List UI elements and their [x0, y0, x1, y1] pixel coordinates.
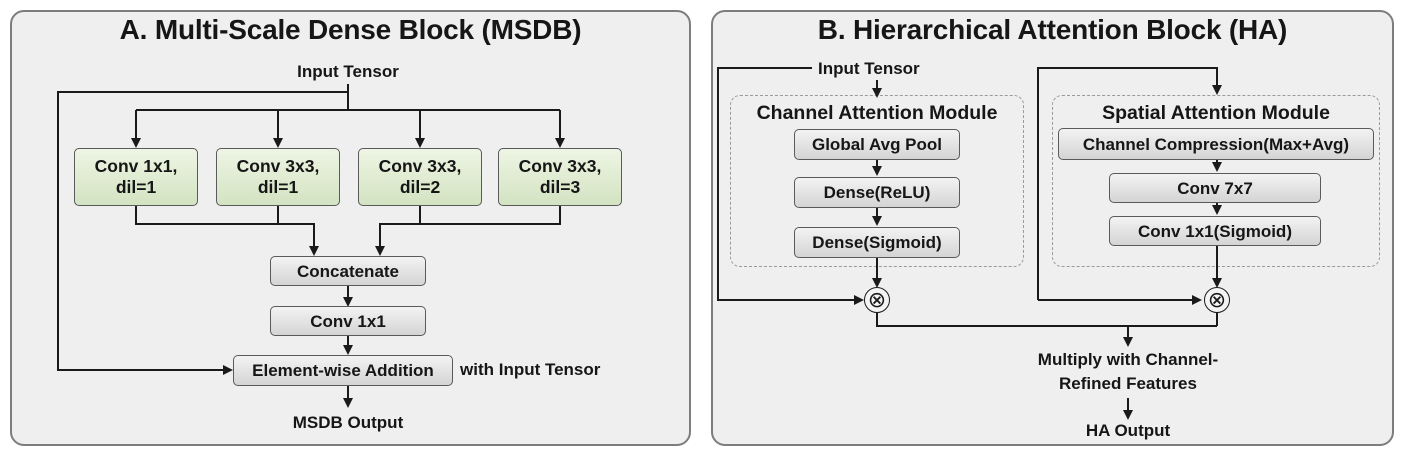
- branch-conv-3x3-dil3: Conv 3x3, dil=3: [498, 148, 622, 206]
- branch-conv-3x3-dil1: Conv 3x3, dil=1: [216, 148, 340, 206]
- branch-3-line1: Conv 3x3,: [378, 156, 462, 176]
- spatial-module-title: Spatial Attention Module: [1102, 102, 1330, 124]
- branch-1-line1: Conv 1x1,: [94, 156, 178, 176]
- conv-7x7-box: Conv 7x7: [1109, 173, 1321, 203]
- dense-sigmoid-box: Dense(Sigmoid): [794, 227, 960, 258]
- add-note: with Input Tensor: [460, 360, 601, 379]
- global-avg-pool-box: Global Avg Pool: [794, 129, 960, 160]
- branch-1-line2: dil=1: [115, 177, 157, 197]
- multiply-note-line2: Refined Features: [1059, 374, 1197, 393]
- conv-1x1-sigmoid-box: Conv 1x1(Sigmoid): [1109, 216, 1321, 246]
- ha-output-label: HA Output: [1085, 421, 1171, 440]
- branch-2-line1: Conv 3x3,: [236, 156, 320, 176]
- branch-2-line2: dil=1: [257, 177, 299, 197]
- ha-input-label: Input Tensor: [818, 59, 920, 78]
- branch-3-line2: dil=2: [399, 177, 441, 197]
- channel-multiply-icon: ⊗: [864, 287, 890, 313]
- msdb-title: A. Multi-Scale Dense Block (MSDB): [119, 14, 582, 45]
- branch-4-line1: Conv 3x3,: [518, 156, 602, 176]
- branch-4-line2: dil=3: [539, 177, 581, 197]
- element-wise-addition-box: Element-wise Addition: [233, 355, 453, 386]
- concatenate-box: Concatenate: [270, 256, 426, 286]
- conv-1x1-box: Conv 1x1: [270, 306, 426, 336]
- branch-conv-1x1-dil1: Conv 1x1, dil=1: [74, 148, 198, 206]
- channel-module-title: Channel Attention Module: [756, 102, 998, 124]
- msdb-output-label: MSDB Output: [292, 413, 404, 432]
- ha-title: B. Hierarchical Attention Block (HA): [817, 14, 1288, 45]
- dense-relu-box: Dense(ReLU): [794, 177, 960, 208]
- multiply-note-line1: Multiply with Channel-: [1037, 350, 1219, 369]
- spatial-multiply-icon: ⊗: [1204, 287, 1230, 313]
- channel-compression-box: Channel Compression(Max+Avg): [1058, 128, 1374, 160]
- branch-conv-3x3-dil2: Conv 3x3, dil=2: [358, 148, 482, 206]
- msdb-input-label: Input Tensor: [297, 62, 399, 81]
